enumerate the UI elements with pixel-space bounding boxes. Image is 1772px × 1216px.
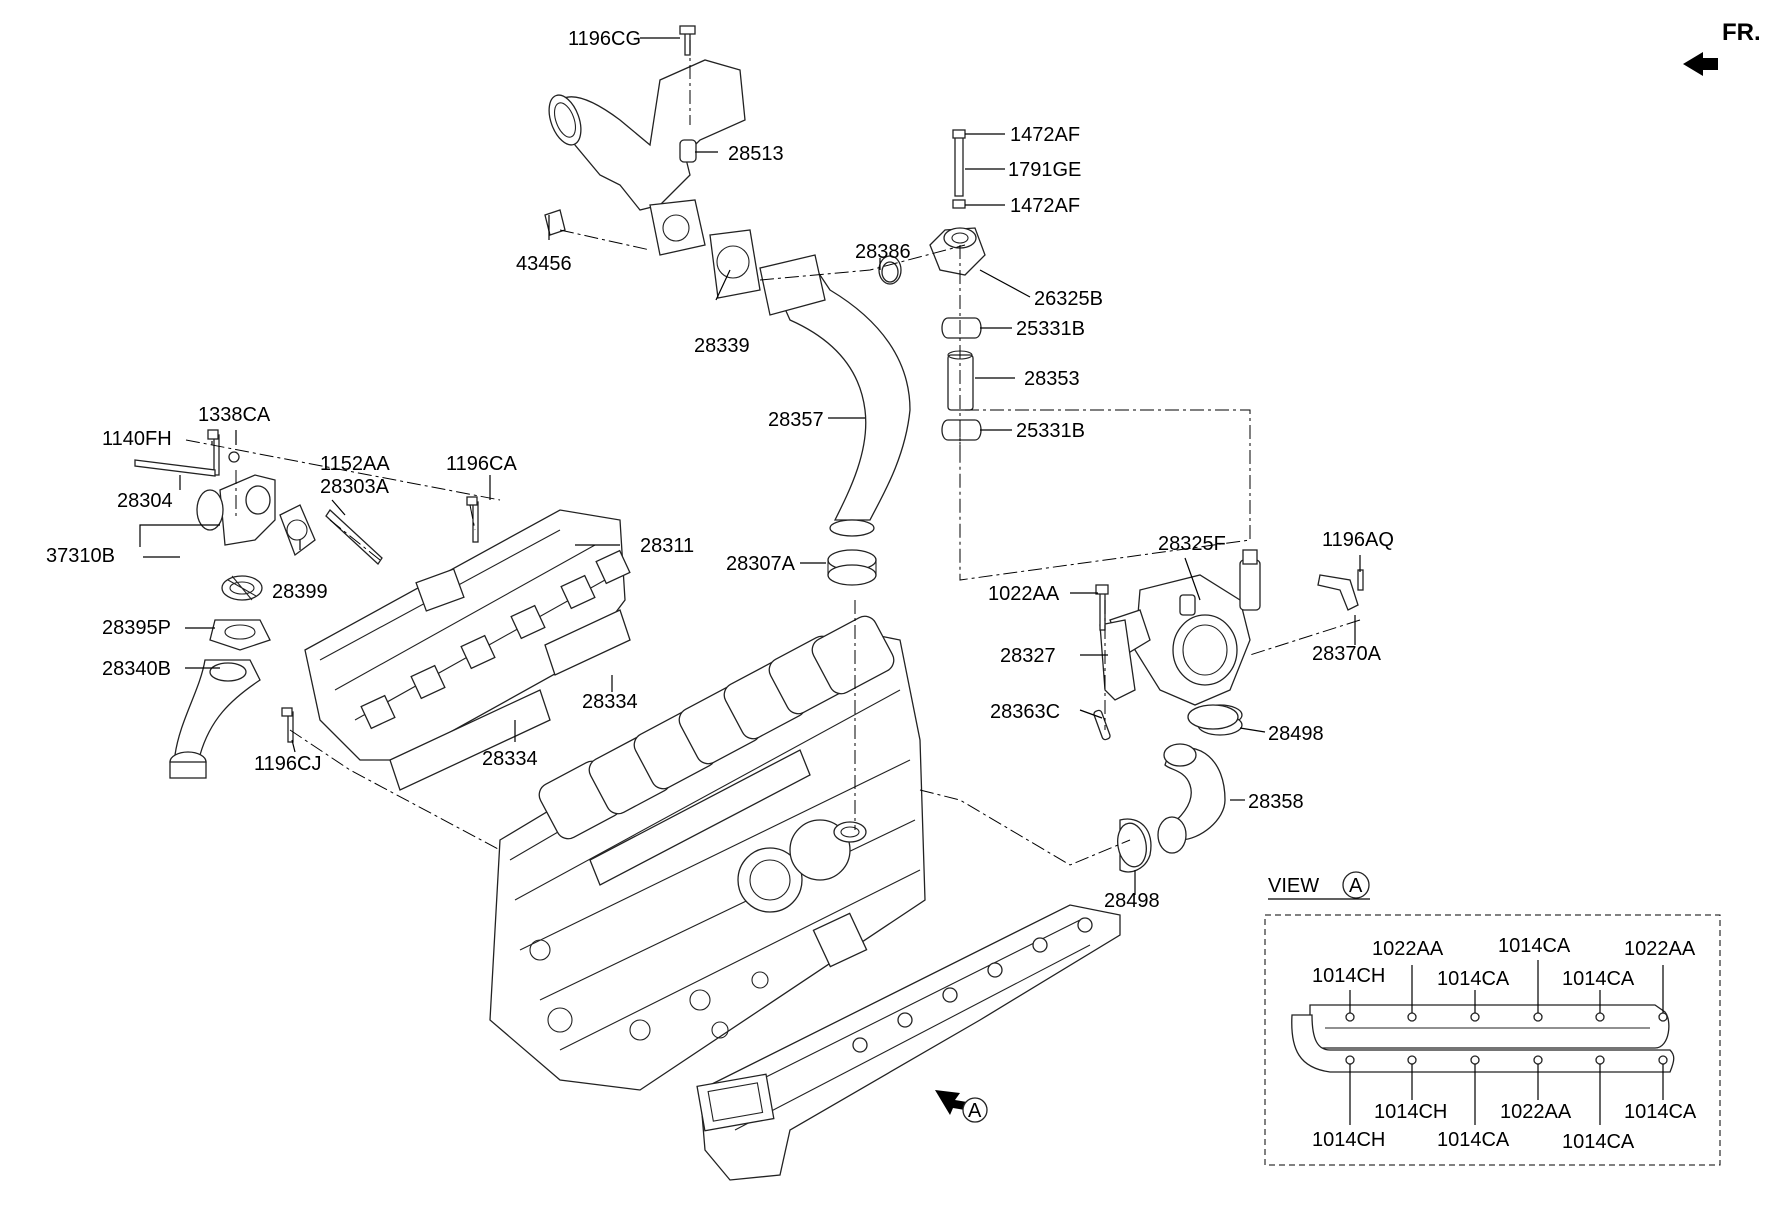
- label-25331B-bottom: 25331B: [1016, 420, 1085, 442]
- view-label-1014CA-2: 1014CA: [1437, 968, 1510, 990]
- intake-manifold-part: [281, 496, 631, 761]
- label-25331B-top: 25331B: [1016, 318, 1085, 340]
- label-28334-upper: 28334: [582, 691, 638, 713]
- view-label-1014CA-6: 1014CA: [1562, 1131, 1635, 1153]
- view-label-1014CH-3: 1014CH: [1312, 1129, 1385, 1151]
- label-28304: 28304: [117, 490, 173, 512]
- label-28395P: 28395P: [102, 617, 171, 639]
- engine-block-part: [489, 615, 926, 1091]
- label-28358: 28358: [1248, 791, 1304, 813]
- view-label-1022AA-3: 1022AA: [1500, 1101, 1572, 1123]
- label-1338CA: 1338CA: [198, 404, 271, 426]
- part-number-labels: 1196CG 28513 43456 28339 28386 1472AF 17…: [46, 28, 1394, 912]
- cylinder-head-covers: [538, 615, 895, 840]
- view-a-marker: [962, 1097, 988, 1123]
- label-28307A: 28307A: [726, 553, 796, 575]
- leader-dashed-lines: [185, 40, 1361, 866]
- view-label-1014CH-2: 1014CH: [1374, 1101, 1447, 1123]
- label-28340B: 28340B: [102, 658, 171, 680]
- label-28370A: 28370A: [1312, 643, 1382, 665]
- view-label-1022AA-2: 1022AA: [1624, 938, 1696, 960]
- label-28325F: 28325F: [1158, 533, 1226, 555]
- exhaust-elbow-part: [544, 25, 761, 299]
- label-28386: 28386: [855, 241, 911, 263]
- view-a-title: VIEW: [1268, 875, 1319, 897]
- view-label-1014CH-1: 1014CH: [1312, 965, 1385, 987]
- label-28363C: 28363C: [990, 701, 1060, 723]
- view-label-1014CA-1: 1014CA: [1498, 935, 1571, 957]
- view-label-1022AA-1: 1022AA: [1372, 938, 1444, 960]
- exhaust-ports: [852, 917, 1093, 1053]
- exhaust-manifold-part: A: [696, 904, 1121, 1181]
- label-43456: 43456: [516, 253, 572, 275]
- front-label: FR.: [1722, 19, 1761, 46]
- view-label-1014CA-3: 1014CA: [1562, 968, 1635, 990]
- view-label-1014CA-5: 1014CA: [1437, 1129, 1510, 1151]
- front-arrow-icon: [1683, 52, 1718, 76]
- label-1152AA: 1152AA: [320, 453, 390, 475]
- intake-hose-part: [1117, 704, 1239, 873]
- manifold-gaskets-part: [389, 609, 631, 791]
- label-37310B: 37310B: [46, 545, 115, 567]
- label-28498-lower: 28498: [1104, 890, 1160, 912]
- view-a-frame: [1264, 914, 1721, 1166]
- label-1791GE: 1791GE: [1008, 159, 1081, 181]
- label-28399: 28399: [272, 581, 328, 603]
- label-1196CA: 1196CA: [446, 453, 517, 475]
- label-1196CJ: 1196CJ: [254, 753, 321, 775]
- front-direction-indicator: FR.: [1683, 19, 1761, 76]
- label-1022AA: 1022AA: [988, 583, 1060, 605]
- label-28303A: 28303A: [320, 476, 390, 498]
- view-a-title-letter: A: [1349, 875, 1363, 897]
- label-28311: 28311: [640, 535, 694, 557]
- label-28357: 28357: [768, 409, 824, 431]
- view-a-leaders: [1349, 960, 1664, 1125]
- label-28327: 28327: [1000, 645, 1056, 667]
- label-1472AF-bottom: 1472AF: [1010, 195, 1080, 217]
- label-28353: 28353: [1024, 368, 1080, 390]
- view-a-title-circle: [1342, 871, 1370, 899]
- view-label-1014CA-4: 1014CA: [1624, 1101, 1697, 1123]
- label-1196CG: 1196CG: [568, 28, 641, 50]
- manifold-ports: [360, 549, 631, 730]
- view-a-inset: VIEW A 1022AA: [1264, 871, 1721, 1166]
- label-1196AQ: 1196AQ: [1322, 529, 1394, 551]
- label-28513: 28513: [728, 143, 784, 165]
- thermostat-housing-part: [881, 129, 986, 441]
- label-28339: 28339: [694, 335, 750, 357]
- label-28334-lower: 28334: [482, 748, 538, 770]
- leader-solid-lines: [139, 37, 1361, 895]
- water-outlet-assembly: [134, 429, 383, 779]
- label-26325B: 26325B: [1034, 288, 1103, 310]
- view-a-marker-letter: A: [968, 1100, 982, 1122]
- label-1472AF-top: 1472AF: [1010, 124, 1080, 146]
- label-1140FH: 1140FH: [102, 428, 172, 450]
- label-28498-upper: 28498: [1268, 723, 1324, 745]
